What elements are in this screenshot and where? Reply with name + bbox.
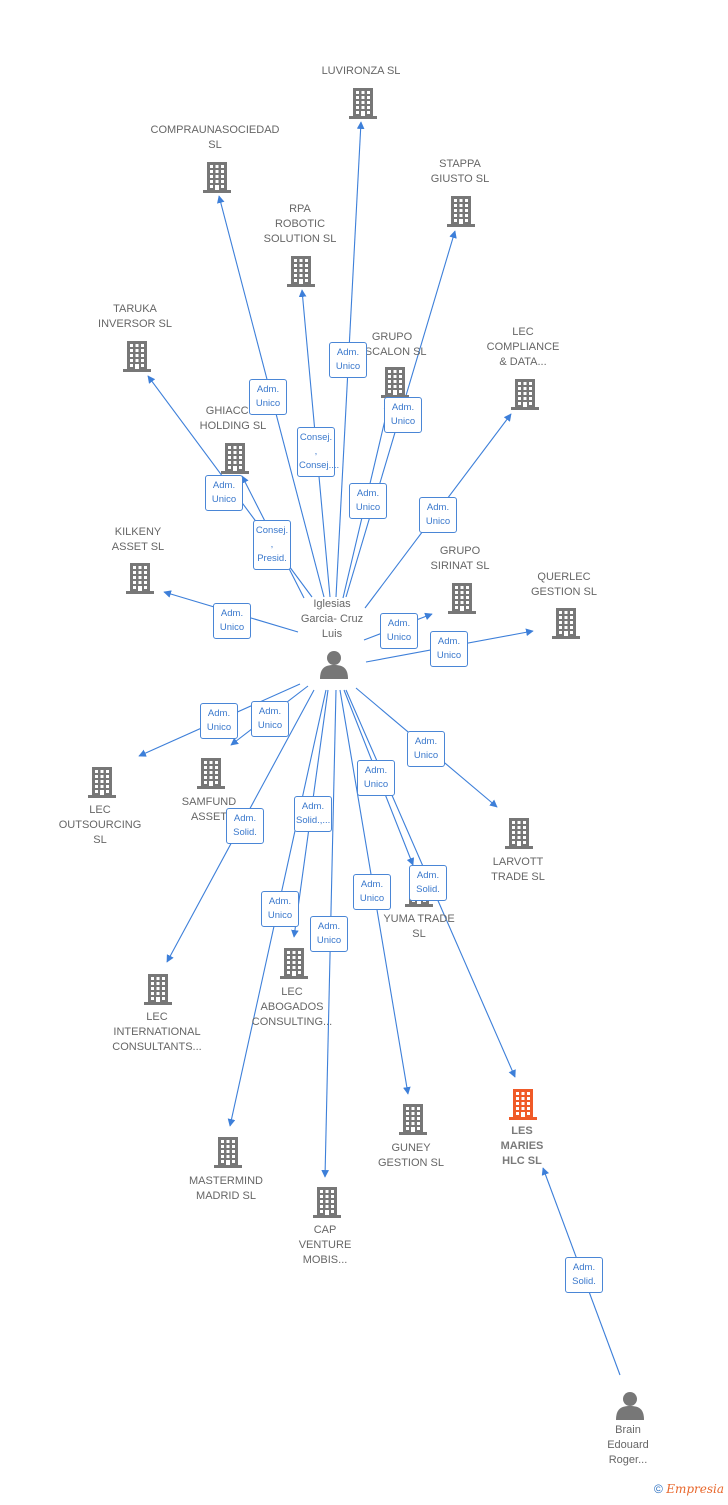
edge-label-lec_compliance[interactable]: Adm. Unico (419, 497, 457, 533)
node-label-cap_venture[interactable]: CAP VENTURE MOBIS... (298, 1224, 352, 1266)
node-label-larvott[interactable]: LARVOTT TRADE SL (491, 856, 545, 883)
edge-label-lec_international[interactable]: Adm. Solid. (226, 808, 264, 844)
node-label-stappa[interactable]: STAPPA GIUSTO SL (430, 158, 490, 185)
node-label-mastermind[interactable]: MASTERMIND MADRID SL (189, 1175, 263, 1202)
building-icon[interactable] (88, 767, 116, 798)
building-icon[interactable] (313, 1187, 341, 1218)
edge-label-kilkeny[interactable]: Adm. Unico (213, 603, 251, 639)
building-icon[interactable] (381, 367, 409, 398)
building-icon[interactable] (447, 196, 475, 227)
node-label-brain[interactable]: Brain Edouard Roger... (607, 1424, 649, 1466)
node-label-taruka[interactable]: TARUKA INVERSOR SL (98, 303, 172, 330)
building-icon[interactable] (144, 974, 172, 1005)
node-label-yuma[interactable]: YUMA TRADE SL (383, 913, 455, 940)
person-icon[interactable] (320, 651, 348, 679)
node-label-lec_international[interactable]: LEC INTERNATIONAL CONSULTANTS... (112, 1011, 202, 1053)
node-label-lec_compliance[interactable]: LEC COMPLIANCE & DATA... (486, 326, 560, 368)
edge-label-grupo_sirinat[interactable]: Adm. Unico (380, 613, 418, 649)
building-icon[interactable] (280, 948, 308, 979)
edge-label-grupo_escalon[interactable]: Adm. Unico (349, 483, 387, 519)
node-label-luvironza[interactable]: LUVIRONZA SL (321, 65, 401, 77)
building-icon[interactable] (203, 162, 231, 193)
edge-label-lec_abogados[interactable]: Adm. Solid.,... (294, 796, 332, 832)
node-label-les_maries[interactable]: LES MARIES HLC SL (500, 1125, 544, 1167)
node-label-samfund[interactable]: SAMFUND ASSET (181, 796, 237, 823)
edge-label-larvott[interactable]: Adm. Unico (407, 731, 445, 767)
building-icon[interactable] (399, 1104, 427, 1135)
edge-label-les_maries[interactable]: Adm. Solid. (409, 865, 447, 901)
node-label-querlec[interactable]: QUERLEC GESTION SL (530, 571, 598, 598)
node-label-guney[interactable]: GUNEY GESTION SL (377, 1142, 445, 1169)
edge-label-luvironza[interactable]: Adm. Unico (329, 342, 367, 378)
building-icon[interactable] (349, 88, 377, 119)
building-icon[interactable] (505, 818, 533, 849)
building-icon[interactable] (509, 1089, 537, 1120)
building-icon[interactable] (511, 379, 539, 410)
building-icon[interactable] (221, 443, 249, 474)
edge-label-ghiaccio[interactable]: Consej. , Presid. (253, 520, 291, 570)
edge-label-guney[interactable]: Adm. Unico (353, 874, 391, 910)
edge-label-taruka[interactable]: Adm. Unico (205, 475, 243, 511)
edge-label-samfund[interactable]: Adm. Unico (251, 701, 289, 737)
node-label-grupo_escalon[interactable]: GRUPO ESCALON SL (357, 331, 427, 358)
edge-label-lec_outsourcing[interactable]: Adm. Unico (200, 703, 238, 739)
node-label-lec_abogados[interactable]: LEC ABOGADOS CONSULTING... (251, 986, 333, 1028)
building-icon[interactable] (552, 608, 580, 639)
building-icon[interactable] (287, 256, 315, 287)
edge-label-brain[interactable]: Adm. Solid. (565, 1257, 603, 1293)
edge-label-cap_venture[interactable]: Adm. Unico (310, 916, 348, 952)
building-icon[interactable] (126, 563, 154, 594)
node-label-rpa[interactable]: RPA ROBOTIC SOLUTION SL (263, 203, 337, 245)
node-label-grupo_sirinat[interactable]: GRUPO SIRINAT SL (430, 545, 490, 572)
edge-label-querlec[interactable]: Adm. Unico (430, 631, 468, 667)
footer-brand: © Empresia (654, 1482, 724, 1496)
edge-label-yuma[interactable]: Adm. Unico (357, 760, 395, 796)
node-label-ghiaccio[interactable]: GHIACCIO HOLDING SL (199, 405, 267, 432)
building-icon[interactable] (197, 758, 225, 789)
building-icon[interactable] (448, 583, 476, 614)
edge-label-compraunasociedad[interactable]: Adm. Unico (249, 379, 287, 415)
building-icon[interactable] (214, 1137, 242, 1168)
brand-name[interactable]: Empresia (666, 1482, 724, 1496)
copyright-symbol: © (654, 1482, 663, 1496)
building-icon[interactable] (123, 341, 151, 372)
node-label-compraunasociedad[interactable]: COMPRAUNASOCIEDAD SL (150, 124, 280, 151)
person-icon[interactable] (616, 1392, 644, 1420)
node-label-iglesias[interactable]: Iglesias Garcia- Cruz Luis (300, 598, 364, 640)
edge-label-rpa[interactable]: Consej. , Consej.... (297, 427, 339, 477)
node-label-lec_outsourcing[interactable]: LEC OUTSOURCING SL (58, 804, 142, 846)
edge-label-mastermind[interactable]: Adm. Unico (261, 891, 299, 927)
node-label-kilkeny[interactable]: KILKENY ASSET SL (111, 526, 165, 553)
edge-label-stappa[interactable]: Adm. Unico (384, 397, 422, 433)
